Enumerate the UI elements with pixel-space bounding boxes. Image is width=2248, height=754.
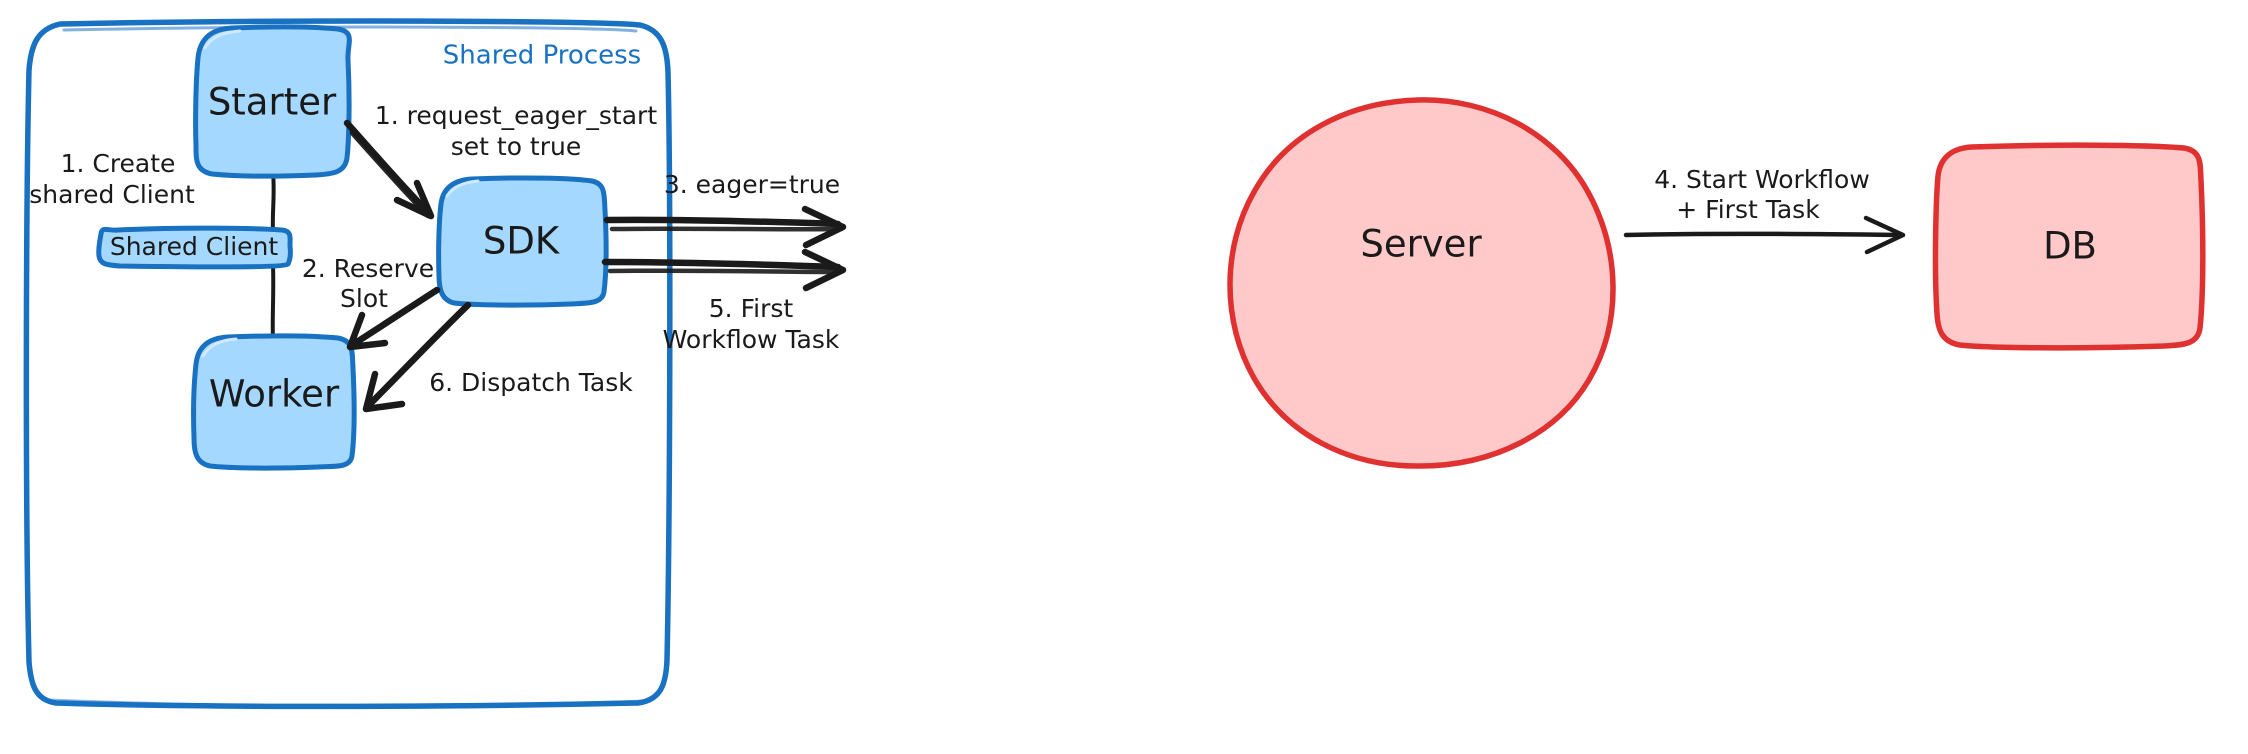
node-label-sdk: SDK <box>483 220 561 263</box>
node-worker[interactable]: Worker <box>191 333 357 471</box>
edge-first-workflow-task[interactable]: 5. First Workflow Task <box>601 248 847 354</box>
edge-label-create-shared-client-line2: shared Client <box>29 180 195 209</box>
node-shared-client-shape <box>96 225 293 270</box>
edge-eager-true-arrowhead <box>801 205 847 249</box>
node-label-db: DB <box>2043 225 2097 268</box>
edge-start-workflow-arrowhead <box>1863 215 1906 255</box>
node-server-shape <box>1227 97 1616 469</box>
shared-process-border-accent <box>62 25 638 33</box>
node-starter[interactable]: Starter <box>193 24 352 179</box>
shared-process-border <box>23 18 673 710</box>
node-server-stroke-overlap <box>1388 97 1426 106</box>
edge-reserve-slot[interactable]: 2. Reserve Slot <box>302 254 441 351</box>
edge-label-first-workflow-task-line1: 5. First <box>709 294 794 323</box>
edge-label-dispatch-task: 6. Dispatch Task <box>429 368 633 397</box>
edge-label-request-eager-start-line2: set to true <box>451 132 582 161</box>
edge-label-request-eager-start-line1: 1. request_eager_start <box>375 101 657 130</box>
edge-reserve-slot-arrowhead <box>346 311 389 351</box>
edge-eager-true-line <box>603 216 842 228</box>
edge-label-create-shared-client-line1: 1. Create <box>61 149 176 178</box>
edge-create-shared-client-seg1 <box>270 170 276 234</box>
edge-first-workflow-task-arrowhead <box>801 248 847 292</box>
edge-eager-true[interactable]: 3. eager=true <box>603 170 847 249</box>
edge-reserve-slot-line <box>348 286 441 349</box>
node-worker-shape <box>191 333 357 471</box>
node-db-shape <box>1932 142 2206 351</box>
edge-label-eager-true: 3. eager=true <box>664 170 840 199</box>
node-starter-shape <box>193 24 352 179</box>
node-label-worker: Worker <box>209 373 340 416</box>
edge-dispatch-task-arrowhead <box>362 370 406 413</box>
edge-request-eager-start-line <box>343 119 433 217</box>
edge-start-workflow-line <box>1623 231 1901 238</box>
edge-label-start-workflow-line1: 4. Start Workflow <box>1654 165 1870 194</box>
edge-label-start-workflow-line2: + First Task <box>1676 195 1820 224</box>
node-sdk-shape <box>436 175 609 308</box>
edge-create-shared-client-seg2 <box>270 262 276 340</box>
node-starter-highlight <box>203 29 242 50</box>
group-label-shared-process: Shared Process <box>443 41 641 71</box>
edge-label-reserve-slot-line1: 2. Reserve <box>302 254 434 283</box>
node-worker-highlight <box>201 337 238 358</box>
node-sdk[interactable]: SDK <box>436 175 609 308</box>
edge-dispatch-task[interactable]: 6. Dispatch Task <box>362 301 633 413</box>
node-sdk-highlight <box>445 179 480 198</box>
edge-request-eager-start-line2 <box>349 130 431 219</box>
node-server[interactable]: Server <box>1227 97 1616 469</box>
node-label-starter: Starter <box>208 81 337 124</box>
node-label-server: Server <box>1360 223 1482 266</box>
edge-label-first-workflow-task-line2: Workflow Task <box>663 325 840 354</box>
edge-request-eager-start[interactable]: 1. request_eager_start set to true <box>343 101 657 220</box>
shared-process-border-accent2 <box>46 698 644 708</box>
node-label-shared-client: Shared Client <box>110 232 279 261</box>
edge-first-workflow-task-line <box>601 258 842 271</box>
node-db[interactable]: DB <box>1932 142 2206 351</box>
node-shared-client[interactable]: Shared Client <box>96 225 293 270</box>
edge-dispatch-task-line <box>364 301 472 410</box>
group-shared-process[interactable]: Shared Process <box>23 18 673 710</box>
edge-request-eager-start-arrowhead <box>393 179 435 220</box>
edge-eager-true-line2 <box>609 226 843 232</box>
edge-create-shared-client[interactable]: 1. Create shared Client <box>29 149 276 340</box>
edge-label-reserve-slot-line2: Slot <box>340 284 388 313</box>
edge-first-workflow-task-line2 <box>607 268 843 275</box>
edge-start-workflow[interactable]: 4. Start Workflow + First Task <box>1623 165 1906 255</box>
